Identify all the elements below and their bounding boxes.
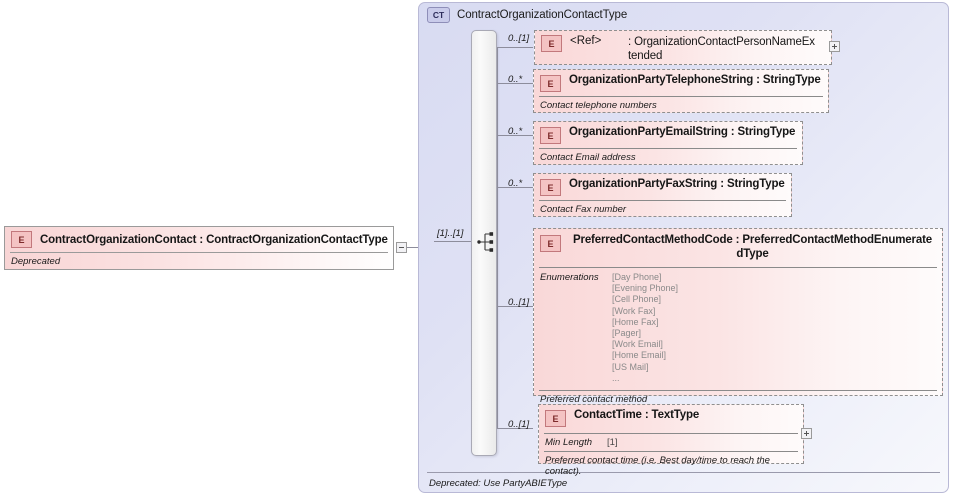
element-badge-icon: E	[540, 75, 561, 92]
sequence-entry-line	[434, 241, 471, 242]
child-connector-5	[497, 306, 533, 307]
child-connector-1	[497, 47, 533, 48]
enumeration-value: [Pager]	[612, 328, 642, 339]
root-element-title-row: E ContractOrganizationContact : Contract…	[5, 227, 393, 252]
child-connector-2	[497, 83, 533, 84]
child-cardinality-5: 0..[1]	[508, 297, 530, 308]
expand-plus-icon-ref[interactable]	[829, 41, 840, 52]
child-divider	[539, 200, 786, 201]
enumeration-value: [Work Fax]	[612, 305, 656, 316]
element-badge-icon: E	[545, 410, 566, 427]
child-element-name: OrganizationPartyEmailString : StringTyp…	[569, 126, 796, 138]
child-divider	[544, 433, 798, 434]
child-element-email[interactable]: E OrganizationPartyEmailString : StringT…	[533, 121, 803, 165]
minlength-value: [1]	[607, 437, 618, 448]
child-annotation: Preferred contact method	[540, 394, 648, 406]
complextype-footer-divider	[427, 472, 940, 473]
child-element-name: OrganizationPartyFaxString : StringType	[569, 178, 785, 190]
root-element-name: ContractOrganizationContact : ContractOr…	[40, 233, 388, 246]
child-cardinality-3: 0..*	[508, 126, 523, 137]
minlength-facet-row: Min Length [1]	[539, 434, 803, 448]
child-connector-4	[497, 187, 533, 188]
child-cardinality-1: 0..[1]	[508, 33, 530, 44]
child-element-preferred-contact-method[interactable]: E PreferredContactMethodCode : Preferred…	[533, 228, 943, 405]
child-element-contacttime[interactable]: E ContactTime : TextType Min Length [1] …	[538, 404, 804, 477]
element-badge-icon: E	[540, 179, 561, 196]
child-title-row: E OrganizationPartyFaxString : StringTyp…	[534, 174, 791, 196]
child-annotation: Preferred contact time (i.e. Best day/ti…	[545, 455, 770, 477]
enumeration-value: [Home Fax]	[612, 316, 659, 327]
child-cardinality-4: 0..*	[508, 178, 523, 189]
child-element-name: PreferredContactMethodCode : PreferredCo…	[572, 234, 933, 260]
enumeration-value: [Cell Phone]	[612, 294, 662, 305]
child-element-fax[interactable]: E OrganizationPartyFaxString : StringTyp…	[533, 173, 792, 217]
ref-title-row: E <Ref> : OrganizationContactPersonNameE…	[535, 31, 831, 63]
enumerations-values: [Day Phone][Evening Phone][Cell Phone][W…	[612, 272, 678, 384]
complextype-footer-note: Deprecated: Use PartyABIEType	[429, 478, 568, 489]
child-element-ref[interactable]: E <Ref> : OrganizationContactPersonNameE…	[534, 30, 832, 65]
child-connector-3	[497, 135, 533, 136]
child-title-row: E PreferredContactMethodCode : Preferred…	[534, 229, 942, 261]
child-element-name: OrganizationPartyTelephoneString : Strin…	[569, 74, 821, 86]
child-connector-6	[497, 428, 533, 429]
root-connector-line	[407, 247, 418, 248]
enumeration-value: [US Mail]	[612, 361, 649, 372]
element-badge-icon: E	[11, 231, 32, 248]
child-divider-2	[544, 451, 798, 452]
child-title-row: E ContactTime : TextType	[539, 405, 803, 427]
root-collapse-minus-icon[interactable]	[396, 242, 407, 253]
child-title-row: E OrganizationPartyTelephoneString : Str…	[534, 70, 828, 92]
ref-label: <Ref>	[570, 35, 602, 47]
root-element-annotation: Deprecated	[11, 256, 61, 267]
complextype-badge-icon: CT	[427, 7, 450, 23]
child-cardinality-6: 0..[1]	[508, 419, 530, 430]
element-badge-icon: E	[540, 127, 561, 144]
sequence-icon	[477, 232, 494, 252]
enumeration-value: [Work Email]	[612, 339, 663, 350]
element-badge-icon: E	[541, 35, 562, 52]
expand-plus-icon-contacttime[interactable]	[801, 428, 812, 439]
minlength-label: Min Length	[545, 437, 593, 448]
enumerations-label: Enumerations	[540, 272, 599, 283]
complextype-header: CT ContractOrganizationContactType	[419, 3, 948, 23]
sequence-cardinality: [1]..[1]	[437, 228, 464, 239]
child-element-telephone[interactable]: E OrganizationPartyTelephoneString : Str…	[533, 69, 829, 113]
enumeration-value: [Home Email]	[612, 350, 667, 361]
child-title-row: E OrganizationPartyEmailString : StringT…	[534, 122, 802, 144]
enumeration-value: ...	[612, 372, 620, 383]
child-cardinality-2: 0..*	[508, 74, 523, 85]
child-annotation: Contact telephone numbers	[540, 100, 657, 111]
child-annotation: Contact Email address	[540, 152, 636, 163]
enumeration-value: [Evening Phone]	[612, 283, 679, 294]
child-divider	[539, 267, 937, 268]
enumerations-block: Enumerations [Day Phone][Evening Phone][…	[534, 268, 942, 384]
element-badge-icon: E	[540, 235, 561, 252]
sequence-trunk-line-lower	[497, 242, 498, 428]
child-divider	[539, 148, 797, 149]
complextype-title: ContractOrganizationContactType	[457, 9, 628, 21]
sequence-trunk-line	[497, 47, 498, 242]
root-element-divider	[10, 252, 388, 253]
child-divider	[539, 96, 823, 97]
child-element-name: ContactTime : TextType	[574, 409, 700, 421]
root-element-box[interactable]: E ContractOrganizationContact : Contract…	[4, 226, 394, 270]
child-divider-2	[539, 390, 937, 392]
enumeration-value: [Day Phone]	[612, 272, 662, 282]
child-annotation: Contact Fax number	[540, 204, 627, 215]
